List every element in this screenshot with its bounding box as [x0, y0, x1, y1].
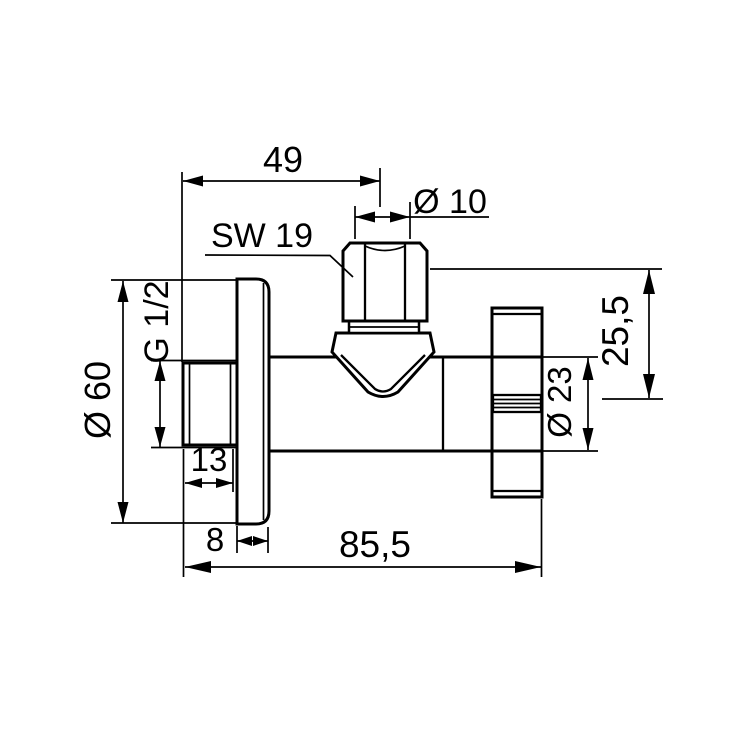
- arrowhead-855-left: [185, 561, 211, 573]
- dimension-label-axis-offset: 25,5: [595, 295, 636, 367]
- arrowhead-13-left: [185, 478, 202, 488]
- dimension-labels: 49 Ø 10 SW 19 G 1/2 Ø 60 13 8 85,5 Ø 23 …: [77, 139, 636, 565]
- valve-outline: [181, 241, 544, 526]
- dimension-label-outlet-diameter: Ø 10: [413, 183, 487, 221]
- top-inlet-funnel-inner-wall: [340, 354, 426, 393]
- dimension-label-thread-length: 13: [191, 441, 228, 478]
- arrowhead-49-right: [360, 175, 380, 187]
- dimension-label-total-length: 85,5: [339, 524, 411, 565]
- wall-rosette: [235, 277, 271, 526]
- dimension-label-top-width: 49: [263, 139, 303, 180]
- arrowhead-d23-top: [582, 358, 594, 380]
- top-inlet-funnel: [330, 331, 436, 398]
- arrowhead-49-left: [183, 175, 203, 187]
- dimension-label-rosette-thickness: 8: [206, 521, 224, 558]
- arrowhead-d23-bottom: [582, 428, 594, 450]
- arrowhead-8-right: [253, 536, 268, 546]
- dimension-label-wrench-size: SW 19: [211, 217, 313, 255]
- arrowhead-d60-top: [117, 281, 129, 302]
- handle-knurl-band: [491, 393, 543, 414]
- dimension-label-inlet-thread: G 1/2: [138, 280, 176, 363]
- leader-line-sw19: [204, 254, 354, 278]
- arrowhead-d60-bottom: [117, 502, 129, 523]
- arrowhead-855-right: [515, 561, 541, 573]
- dimension-lines: [111, 168, 663, 577]
- arrowhead-255-bottom: [643, 374, 655, 398]
- dimension-label-handle-diameter: Ø 23: [541, 366, 578, 438]
- hex-nut: [341, 241, 429, 323]
- arrowhead-d10-right: [390, 211, 410, 223]
- hex-nut-chamfer-arc: [364, 245, 406, 252]
- inlet-pipe-g12: [181, 361, 239, 447]
- arrowhead-d10-left: [355, 211, 375, 223]
- arrowhead-13-right: [216, 478, 233, 488]
- arrowhead-g12-top: [154, 361, 166, 381]
- arrowhead-8-left: [237, 536, 252, 546]
- dimension-label-rosette-diameter: Ø 60: [77, 361, 118, 439]
- arrowhead-255-top: [643, 270, 655, 294]
- arrowhead-g12-bottom: [154, 427, 166, 447]
